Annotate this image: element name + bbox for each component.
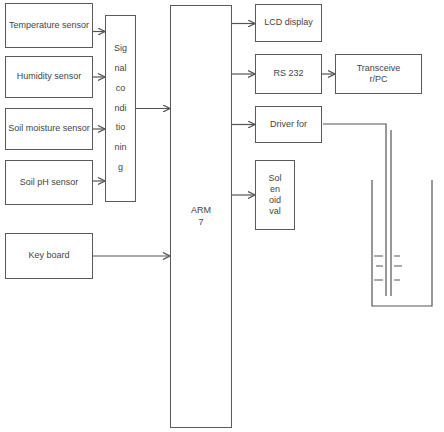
- node-label: RS 232: [273, 68, 303, 79]
- node-label: Soil moisture sensor: [8, 123, 90, 134]
- tank-outline: [372, 180, 432, 306]
- sensor-box: Humidity sensor: [5, 56, 93, 98]
- interface-box: RS 232: [255, 54, 322, 94]
- signal-arrow: [322, 73, 335, 74]
- signal-arrow: [232, 73, 255, 74]
- node-label: LCD display: [264, 17, 313, 28]
- signal-arrow: [93, 255, 170, 256]
- sensor-box: Soil pH sensor: [5, 160, 93, 205]
- signal-arrow: [136, 108, 170, 109]
- signal-conditioning-box: Sig nal co ndi tio nin g: [105, 15, 136, 202]
- node-label: Driver for: [270, 119, 307, 130]
- pipe-line: [390, 130, 391, 296]
- display-box: LCD display: [255, 4, 322, 42]
- water-level-mark: [374, 256, 402, 280]
- driver-box: Driver for: [255, 106, 322, 143]
- pc-box: Transceive r/PC: [335, 54, 422, 94]
- signal-arrow: [232, 194, 255, 195]
- signal-arrow: [93, 180, 105, 181]
- signal-arrow: [93, 76, 105, 77]
- keyboard-box: Key board: [5, 233, 93, 279]
- signal-arrow: [232, 124, 255, 125]
- node-label: Key board: [28, 250, 69, 261]
- controller-box: ARM 7: [170, 5, 232, 428]
- node-label: Humidity sensor: [17, 71, 82, 82]
- valve-box: Sol en oid val: [255, 160, 295, 230]
- signal-arrow: [93, 31, 105, 32]
- node-label: Transceive r/PC: [357, 63, 401, 86]
- node-label: Temperature sensor: [9, 20, 89, 31]
- signal-arrow: [93, 128, 105, 129]
- node-label: Sol en oid val: [268, 173, 281, 218]
- node-label: ARM 7: [191, 205, 211, 228]
- pipe-line: [323, 124, 386, 296]
- node-label: Sig nal co ndi tio nin g: [114, 39, 127, 178]
- sensor-box: Temperature sensor: [5, 3, 93, 48]
- node-label: Soil pH sensor: [20, 177, 79, 188]
- sensor-box: Soil moisture sensor: [5, 108, 93, 150]
- signal-arrow: [232, 23, 255, 24]
